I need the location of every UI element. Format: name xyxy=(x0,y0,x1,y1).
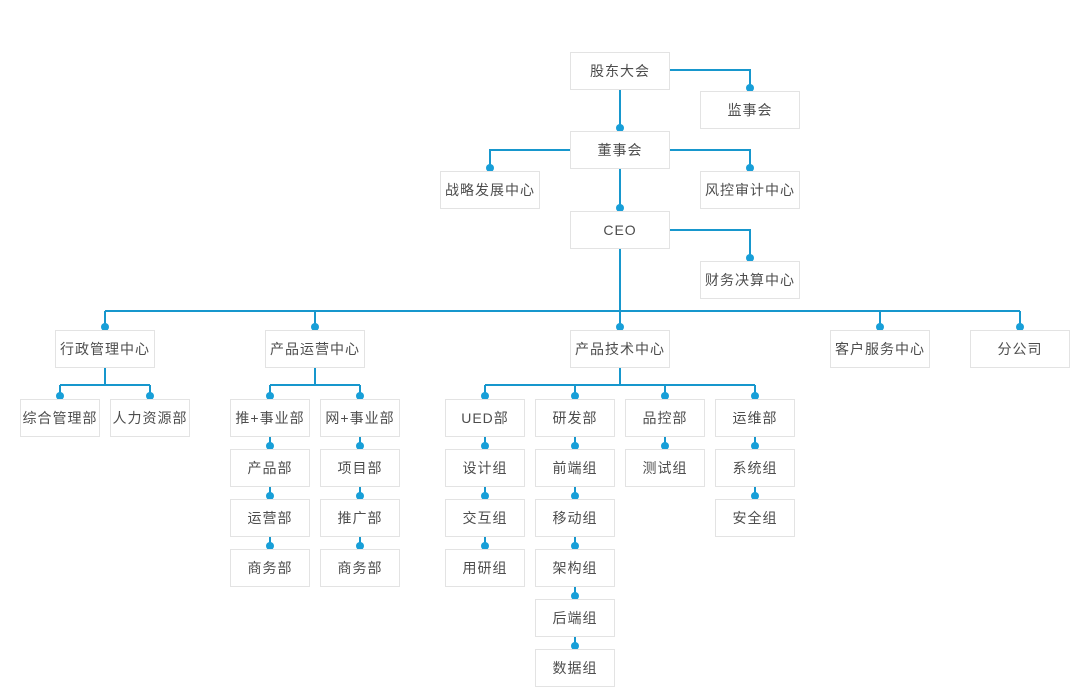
connector-line-top xyxy=(489,69,751,311)
connector-line-trunk xyxy=(104,310,1021,327)
node-design-group[interactable]: 设计组 xyxy=(445,449,525,487)
connector-dot xyxy=(311,323,319,331)
node-testing-group[interactable]: 测试组 xyxy=(625,449,705,487)
connector-dot xyxy=(616,124,624,132)
node-admin-management-center[interactable]: 行政管理中心 xyxy=(55,330,155,368)
connector-dot xyxy=(746,84,754,92)
node-product-dept[interactable]: 产品部 xyxy=(230,449,310,487)
connector-dot xyxy=(266,392,274,400)
connector-dot xyxy=(751,492,759,500)
node-product-operations-center[interactable]: 产品运营中心 xyxy=(265,330,365,368)
connector-dot xyxy=(486,164,494,172)
connector-dot xyxy=(661,392,669,400)
connector-dot xyxy=(571,592,579,600)
node-product-technology-center[interactable]: 产品技术中心 xyxy=(570,330,670,368)
connector-dot xyxy=(481,492,489,500)
node-tui-business-division[interactable]: 推+事业部 xyxy=(230,399,310,437)
node-operations-dept[interactable]: 运营部 xyxy=(230,499,310,537)
connector-dot xyxy=(616,204,624,212)
connector-dot xyxy=(571,542,579,550)
node-business-dept-right[interactable]: 商务部 xyxy=(320,549,400,587)
connector-dot xyxy=(616,323,624,331)
connector-dot xyxy=(356,542,364,550)
connector-dots xyxy=(56,84,1024,650)
connector-dot xyxy=(746,254,754,262)
node-system-group[interactable]: 系统组 xyxy=(715,449,795,487)
connector-dot xyxy=(746,164,754,172)
connector-dot xyxy=(751,392,759,400)
connector-dot xyxy=(661,442,669,450)
node-ceo[interactable]: CEO xyxy=(570,211,670,249)
node-interaction-group[interactable]: 交互组 xyxy=(445,499,525,537)
node-rd-dept[interactable]: 研发部 xyxy=(535,399,615,437)
connector-dot xyxy=(356,392,364,400)
node-board-of-directors[interactable]: 董事会 xyxy=(570,131,670,169)
connector-dot xyxy=(571,492,579,500)
connector-dot xyxy=(146,392,154,400)
node-frontend-group[interactable]: 前端组 xyxy=(535,449,615,487)
connector-dot xyxy=(571,442,579,450)
node-strategic-development-center[interactable]: 战略发展中心 xyxy=(440,171,540,209)
node-quality-control-dept[interactable]: 品控部 xyxy=(625,399,705,437)
connector-dot xyxy=(571,392,579,400)
node-financial-settlement-center[interactable]: 财务决算中心 xyxy=(700,261,800,299)
node-general-management-dept[interactable]: 综合管理部 xyxy=(20,399,100,437)
connector-dot xyxy=(101,323,109,331)
node-wang-business-division[interactable]: 网+事业部 xyxy=(320,399,400,437)
connector-dot xyxy=(481,392,489,400)
connector-dot xyxy=(481,442,489,450)
connector-line-chains xyxy=(269,437,756,646)
connector-dot xyxy=(571,642,579,650)
node-backend-group[interactable]: 后端组 xyxy=(535,599,615,637)
connector-dot xyxy=(876,323,884,331)
node-user-research-group[interactable]: 用研组 xyxy=(445,549,525,587)
connector-dot xyxy=(481,542,489,550)
node-risk-audit-center[interactable]: 风控审计中心 xyxy=(700,171,800,209)
node-data-group[interactable]: 数据组 xyxy=(535,649,615,687)
node-project-dept[interactable]: 项目部 xyxy=(320,449,400,487)
node-shareholders-meeting[interactable]: 股东大会 xyxy=(570,52,670,90)
connector-dot xyxy=(266,442,274,450)
connector-dot xyxy=(266,492,274,500)
node-mobile-group[interactable]: 移动组 xyxy=(535,499,615,537)
connector-dot xyxy=(56,392,64,400)
node-architecture-group[interactable]: 架构组 xyxy=(535,549,615,587)
node-human-resources-dept[interactable]: 人力资源部 xyxy=(110,399,190,437)
node-branch-company[interactable]: 分公司 xyxy=(970,330,1070,368)
node-ops-maintenance-dept[interactable]: 运维部 xyxy=(715,399,795,437)
connector-line-group xyxy=(59,69,1021,646)
node-supervisory-board[interactable]: 监事会 xyxy=(700,91,800,129)
connector-dot xyxy=(356,492,364,500)
node-business-dept-left[interactable]: 商务部 xyxy=(230,549,310,587)
connector-line-splits xyxy=(59,368,756,396)
node-ued-dept[interactable]: UED部 xyxy=(445,399,525,437)
node-customer-service-center[interactable]: 客户服务中心 xyxy=(830,330,930,368)
connector-dot xyxy=(751,442,759,450)
connector-dot xyxy=(356,442,364,450)
node-security-group[interactable]: 安全组 xyxy=(715,499,795,537)
connector-dot xyxy=(1016,323,1024,331)
connector-dot xyxy=(266,542,274,550)
node-promotion-dept[interactable]: 推广部 xyxy=(320,499,400,537)
